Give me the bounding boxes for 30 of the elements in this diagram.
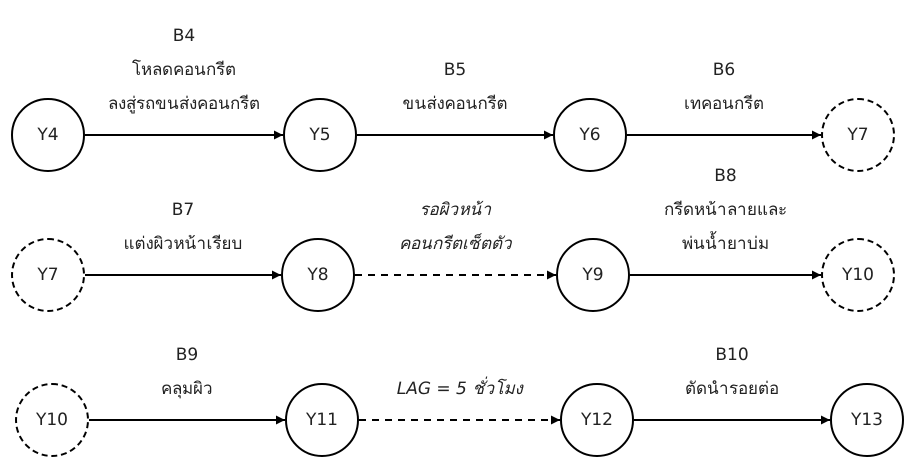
- edge-label: B4 โหลดคอนกรีต ลงสู่รถขนส่งคอนกรีต: [108, 25, 260, 116]
- arrow: [85, 270, 281, 280]
- arrow: [627, 130, 821, 140]
- event-label: Y9: [582, 265, 604, 285]
- edge-label: รอผิวหน้า คอนกรีตเซ็ตตัว: [399, 199, 512, 256]
- event-label: Y7: [847, 125, 869, 145]
- arrow: [355, 270, 556, 280]
- event-label: Y4: [37, 125, 59, 145]
- arrow: [89, 416, 285, 424]
- edge-label: B7 แต่งผิวหน้าเรียบ: [124, 199, 242, 256]
- edge-label: B8 กรีดหน้าลายและ พ่นน้ำยาบ่ม: [664, 165, 787, 256]
- edge-label: B6 เทคอนกรีต: [684, 59, 764, 116]
- arrow: [359, 416, 560, 424]
- event-label: Y7: [37, 265, 59, 285]
- edge-label: B5 ขนส่งคอนกรีต: [402, 59, 508, 116]
- edge-label: B9 คลุมผิว: [161, 344, 213, 401]
- edge-label: B10 ตัดนำรอยต่อ: [685, 344, 779, 401]
- event-label: Y13: [850, 410, 884, 430]
- arrow: [630, 270, 821, 280]
- event-label: Y10: [36, 410, 68, 430]
- event-label: Y8: [307, 265, 329, 285]
- event-label: Y12: [580, 410, 614, 430]
- arrow: [634, 416, 830, 424]
- event-label: Y6: [579, 125, 601, 145]
- event-label: Y5: [309, 125, 331, 145]
- edge-label: LAG = 5 ชั่วโมง: [396, 372, 522, 406]
- event-label: Y10: [842, 265, 874, 285]
- event-label: Y11: [306, 410, 338, 430]
- arrow: [85, 130, 283, 140]
- arrow: [357, 130, 553, 140]
